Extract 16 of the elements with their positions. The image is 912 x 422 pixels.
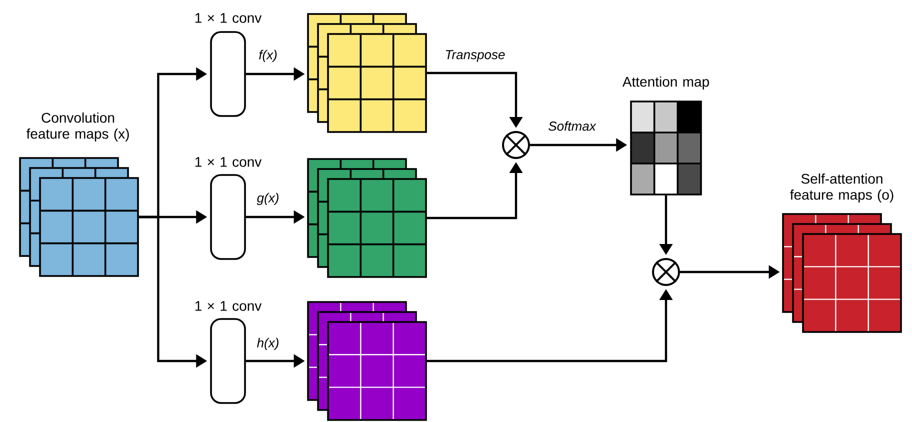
- edge-label: g(x): [256, 192, 278, 206]
- layer-label: 1 × 1 conv: [195, 157, 262, 167]
- map-title: Convolution feature maps (x): [26, 112, 129, 142]
- feature-map-stack: [307, 158, 427, 278]
- edge-label: Softmax: [548, 121, 596, 131]
- multiply-symbol: [502, 131, 530, 159]
- layer-label: 1 × 1 conv: [195, 301, 262, 311]
- multiply-symbol: [652, 258, 680, 286]
- feature-map-stack: [307, 301, 427, 421]
- edge-label: f(x): [259, 50, 277, 62]
- map-title: Attention map: [622, 76, 709, 90]
- map-title: Self-attention feature maps (o): [790, 173, 894, 203]
- layer-label: 1 × 1 conv: [195, 13, 262, 23]
- feature-map-stack: [307, 13, 427, 133]
- edge-label: Transpose: [446, 50, 505, 62]
- edge-label: h(x): [257, 338, 278, 350]
